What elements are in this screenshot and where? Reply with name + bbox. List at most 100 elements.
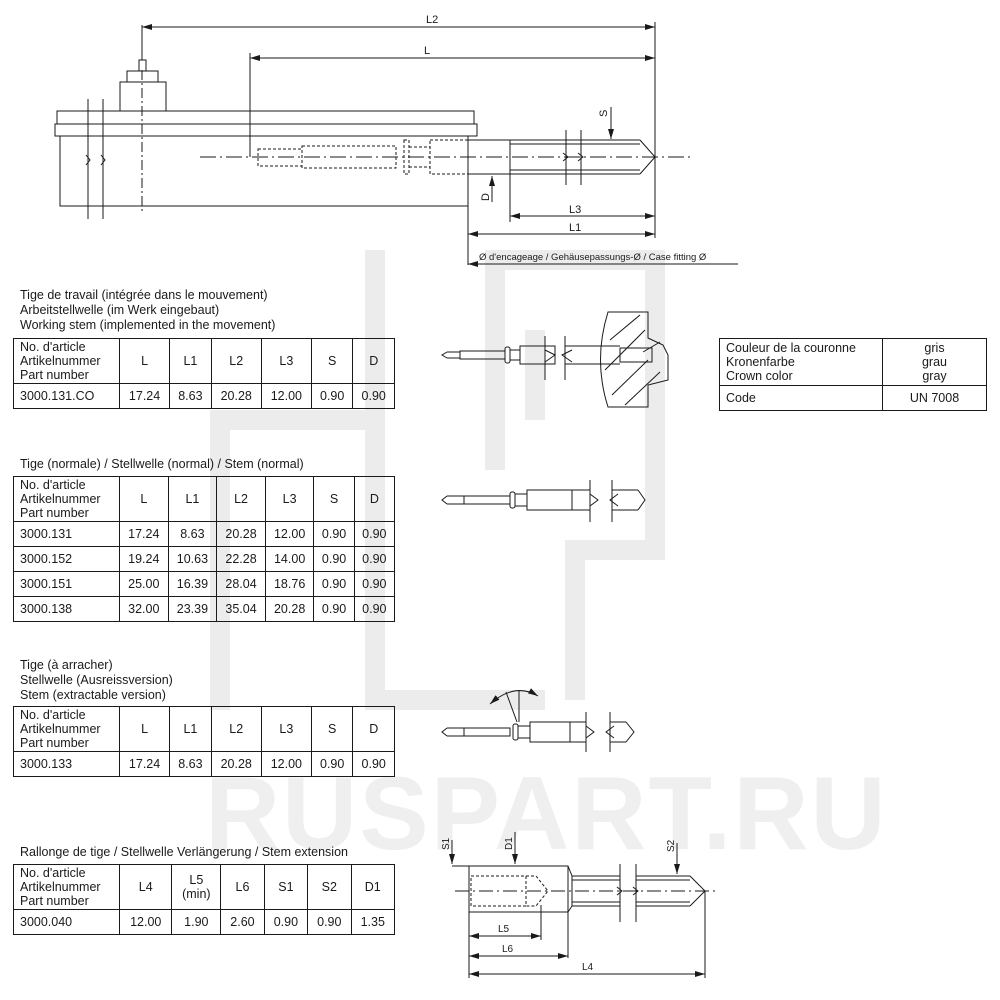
header-L3: L3 — [260, 706, 312, 752]
cell-S: 0.90 — [310, 751, 354, 777]
working-stem-table: No. d'article Artikelnummer Part number … — [13, 338, 395, 409]
header-D1: D1 — [350, 864, 396, 910]
dim-label-S: S — [598, 110, 610, 117]
header-S2: S2 — [307, 864, 352, 910]
working-stem-drawing — [441, 311, 669, 408]
cell-S: 0.90 — [313, 596, 355, 622]
cell-part-number: 3000.133 — [13, 751, 120, 777]
cell-L3: 12.00 — [260, 751, 312, 777]
table-header-row: No. d'article Artikelnummer Part number … — [13, 706, 395, 752]
table-row: 3000.152 19.24 10.63 22.28 14.00 0.90 0.… — [13, 546, 396, 572]
cell-L2: 22.28 — [216, 546, 266, 572]
cell-D: 0.90 — [353, 521, 396, 547]
cell-S1: 0.90 — [263, 909, 309, 935]
cell-L3: 12.00 — [260, 383, 312, 409]
cell-L2: 28.04 — [216, 571, 266, 597]
header-L1: L1 — [169, 706, 212, 752]
cell-L3: 12.00 — [264, 521, 315, 547]
cell-L: 25.00 — [119, 571, 169, 597]
normal-stem-title: Tige (normale) / Stellwelle (normal) / S… — [20, 457, 304, 471]
cell-S: 0.90 — [313, 521, 355, 547]
cell-part-number: 3000.131 — [13, 521, 120, 547]
header-L3: L3 — [260, 338, 312, 384]
cell-L2: 20.28 — [210, 751, 262, 777]
cell-L3: 18.76 — [264, 571, 315, 597]
header-S: S — [310, 706, 354, 752]
header-L5: L5 (min) — [171, 864, 222, 910]
crown-color-table: Couleur de la couronne Kronenfarbe Crown… — [719, 338, 987, 411]
dim-label-L4: L4 — [582, 962, 594, 973]
cell-part-number: 3000.138 — [13, 596, 120, 622]
crown-color-row: Couleur de la couronne Kronenfarbe Crown… — [719, 338, 987, 386]
cell-L1: 8.63 — [169, 751, 212, 777]
dim-label-L2: L2 — [426, 14, 438, 26]
extractable-stem-title: Tige (à arracher) Stellwelle (Ausreissve… — [20, 658, 173, 703]
header-L: L — [118, 338, 171, 384]
dim-label-D1: D1 — [504, 837, 515, 850]
extractable-stem-drawing — [441, 688, 635, 752]
cell-L2: 20.28 — [216, 521, 266, 547]
header-S: S — [310, 338, 354, 384]
cell-D: 0.90 — [353, 546, 396, 572]
dim-label-L6: L6 — [502, 944, 514, 955]
extractable-stem-table: No. d'article Artikelnummer Part number … — [13, 706, 395, 777]
table-row: 3000.131.CO 17.24 8.63 20.28 12.00 0.90 … — [13, 383, 395, 409]
crown-code-label: Code — [719, 385, 883, 411]
cell-L: 19.24 — [119, 546, 169, 572]
dim-label-L1: L1 — [569, 222, 581, 234]
header-part-number: No. d'article Artikelnummer Part number — [13, 476, 120, 522]
table-row: 3000.133 17.24 8.63 20.28 12.00 0.90 0.9… — [13, 751, 395, 777]
cell-L1: 8.63 — [169, 383, 212, 409]
title-line: Arbeitstellwelle (im Werk eingebaut) — [20, 303, 220, 317]
watermark-bar — [645, 250, 665, 560]
cell-L: 32.00 — [119, 596, 169, 622]
title-line: Tige de travail (intégrée dans le mouvem… — [20, 288, 268, 302]
working-stem-title: Tige de travail (intégrée dans le mouvem… — [20, 288, 275, 333]
cell-S: 0.90 — [310, 383, 354, 409]
table-row: 3000.040 12.00 1.90 2.60 0.90 0.90 1.35 — [13, 909, 396, 935]
normal-stem-table: No. d'article Artikelnummer Part number … — [13, 476, 396, 622]
header-D: D — [352, 706, 395, 752]
watermark-bar — [525, 330, 545, 420]
stem-extension-table: No. d'article Artikelnummer Part number … — [13, 864, 396, 935]
cell-part-number: 3000.151 — [13, 571, 120, 597]
cell-S: 0.90 — [313, 571, 355, 597]
cell-D: 0.90 — [353, 571, 396, 597]
cell-L4: 12.00 — [118, 909, 173, 935]
header-D: D — [352, 338, 395, 384]
watermark-bar — [565, 540, 665, 560]
crown-color-label: Couleur de la couronne Kronenfarbe Crown… — [719, 338, 883, 386]
cell-L1: 23.39 — [167, 596, 218, 622]
watermark-bar — [485, 260, 505, 470]
stem-extension-title: Rallonge de tige / Stellwelle Verlängeru… — [20, 845, 348, 859]
crown-code-value: UN 7008 — [882, 385, 987, 411]
crown-code-row: Code UN 7008 — [719, 385, 987, 411]
cell-L: 17.24 — [118, 751, 171, 777]
header-L2: L2 — [210, 338, 262, 384]
header-D: D — [353, 476, 396, 522]
header-L6: L6 — [220, 864, 265, 910]
cell-L6: 2.60 — [220, 909, 265, 935]
cell-S2: 0.90 — [307, 909, 352, 935]
cell-part-number: 3000.040 — [13, 909, 120, 935]
cell-L: 17.24 — [118, 383, 171, 409]
dim-label-S2: S2 — [666, 839, 677, 852]
cell-D1: 1.35 — [350, 909, 396, 935]
header-L1: L1 — [167, 476, 218, 522]
cell-L1: 16.39 — [167, 571, 218, 597]
cell-L3: 20.28 — [264, 596, 315, 622]
crown-color-value: gris grau gray — [882, 338, 987, 386]
watermark-bar — [485, 250, 665, 270]
stem-extension-drawing — [449, 832, 715, 978]
dim-label-L: L — [424, 45, 430, 57]
header-part-number: No. d'article Artikelnummer Part number — [13, 864, 120, 910]
table-row: 3000.131 17.24 8.63 20.28 12.00 0.90 0.9… — [13, 521, 396, 547]
header-L4: L4 — [118, 864, 173, 910]
cell-L: 17.24 — [119, 521, 169, 547]
cell-L1: 8.63 — [167, 521, 218, 547]
table-header-row: No. d'article Artikelnummer Part number … — [13, 864, 396, 910]
header-L: L — [119, 476, 169, 522]
normal-stem-drawing — [441, 480, 646, 522]
cell-D: 0.90 — [353, 596, 396, 622]
